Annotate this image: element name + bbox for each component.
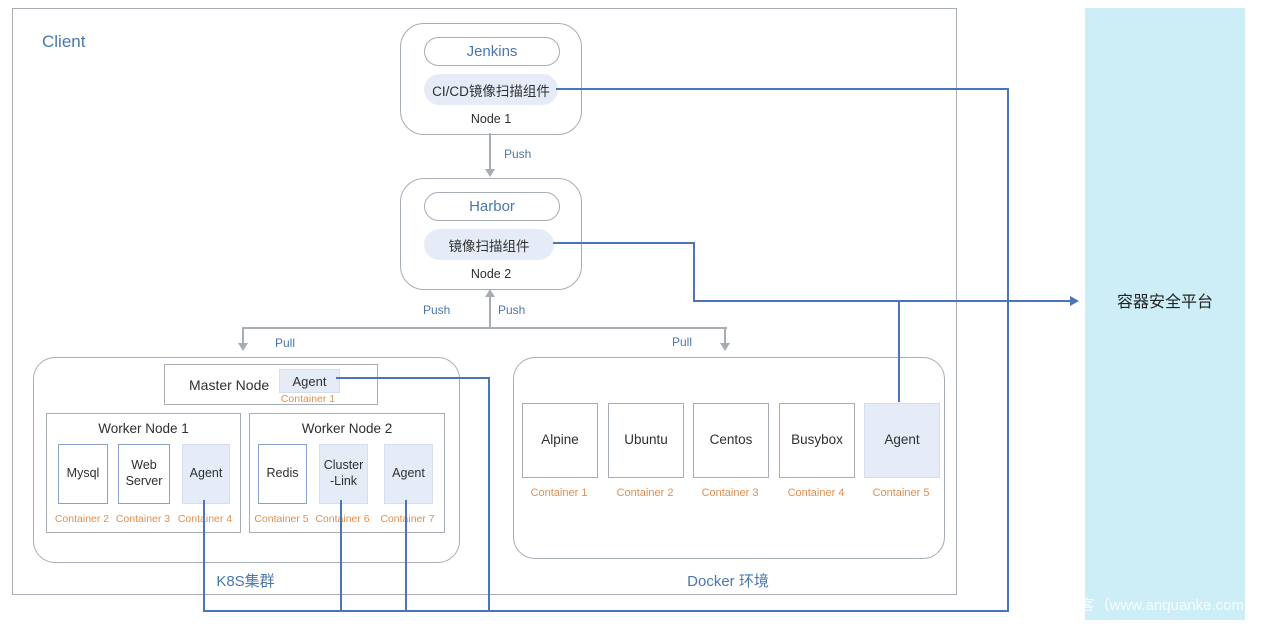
busybox-box: Busybox	[779, 403, 855, 478]
clusterlink-box: Cluster -Link	[319, 444, 368, 504]
container-label: Container 3	[701, 487, 759, 499]
security-platform-label: 容器安全平台	[1116, 294, 1213, 311]
ubuntu-box: Ubuntu	[608, 403, 684, 478]
container-label: Container 7	[380, 513, 435, 525]
push-label-left: Push	[423, 303, 451, 317]
connector-pull-right	[724, 327, 726, 344]
harbor-node: Harbor 镜像扫描组件 Node 2	[400, 178, 582, 290]
arrowhead-into-harbor	[485, 169, 495, 177]
container-label: Container 4	[177, 513, 233, 525]
container-cell-mysql: Mysql Container 2	[55, 444, 109, 525]
container-label: Container 4	[787, 487, 845, 499]
connector-agent-bus	[204, 610, 1009, 612]
master-node-title: Master Node	[189, 376, 270, 393]
master-node-box: Master Node Agent Container 1	[164, 364, 378, 405]
jenkins-node-label: Node 1	[470, 112, 512, 126]
k8s-cluster-box: Master Node Agent Container 1 Worker Nod…	[33, 357, 460, 563]
agent-box: Agent	[864, 403, 940, 478]
security-platform-panel: 容器安全平台 客（www.anquanke.com	[1085, 8, 1245, 620]
container-cell-agent-w1: Agent Container 4	[178, 444, 232, 525]
worker-node-1-title: Worker Node 1	[98, 421, 189, 436]
centos-box: Centos	[693, 403, 769, 478]
container-cell-ubuntu: Ubuntu Container 2	[608, 403, 684, 499]
arrowhead-into-platform	[1070, 296, 1079, 306]
worker-node-2-title: Worker Node 2	[301, 421, 393, 436]
docker-caption: Docker 环境	[687, 573, 769, 590]
container-cell-alpine: Alpine Container 1	[522, 403, 598, 499]
arrowhead-into-docker	[720, 343, 730, 351]
docker-env-box: Alpine Container 1 Ubuntu Container 2 Ce…	[513, 357, 945, 559]
worker-node-2-box: Worker Node 2 Redis Container 5 Cluster …	[249, 413, 445, 533]
container-cell-agent-docker: Agent Container 5	[864, 403, 940, 499]
container-cell-clusterlink: Cluster -Link Container 6	[315, 444, 370, 525]
container-label: Container 2	[54, 513, 110, 525]
container-cell-busybox: Busybox Container 4	[779, 403, 855, 499]
jenkins-node: Jenkins CI/CD镜像扫描组件 Node 1	[400, 23, 582, 135]
container-cell-agent-w2: Agent Container 7	[380, 444, 435, 525]
harbor-title-pill: Harbor	[424, 192, 560, 221]
container-label: Container 5	[872, 487, 930, 499]
connector-pull-bus	[243, 327, 727, 329]
connector-master-agent-right	[336, 377, 490, 379]
connector-jenkins-harbor	[489, 133, 491, 170]
container-cell-centos: Centos Container 3	[693, 403, 769, 499]
connector-agent-w2	[405, 500, 407, 612]
connector-agent-w1	[203, 500, 205, 612]
harbor-node-label: Node 2	[470, 267, 512, 281]
connector-harbor-comp-down	[693, 242, 695, 302]
jenkins-title-pill: Jenkins	[424, 37, 560, 66]
container-label: Container 6	[315, 513, 370, 525]
client-label: Client	[42, 32, 86, 51]
k8s-caption: K8S集群	[216, 573, 275, 590]
push-label-jenkins: Push	[504, 147, 532, 161]
webserver-box: Web Server	[118, 444, 170, 504]
watermark-text: 客（www.anquanke.com	[1085, 597, 1244, 614]
connector-clusterlink	[340, 500, 342, 612]
connector-harbor-comp-right	[553, 242, 695, 244]
agent-box: Agent	[182, 444, 230, 504]
container-label: Container 1	[530, 487, 588, 499]
arrowhead-into-k8s	[238, 343, 248, 351]
container-cell-redis: Redis Container 5	[254, 444, 309, 525]
pull-label-right: Pull	[672, 335, 693, 349]
connector-cicd-down	[1007, 88, 1009, 612]
jenkins-scan-component: CI/CD镜像扫描组件	[424, 74, 558, 105]
connector-cicd-right	[556, 88, 1009, 90]
pull-label-left: Pull	[275, 336, 296, 350]
master-agent-chip: Agent	[279, 369, 340, 393]
agent-box: Agent	[384, 444, 433, 504]
alpine-box: Alpine	[522, 403, 598, 478]
connector-master-agent-down	[488, 377, 490, 612]
connector-to-platform	[693, 300, 1071, 302]
redis-box: Redis	[258, 444, 307, 504]
connector-bus-harbor	[489, 296, 491, 329]
container-label: Container 2	[616, 487, 674, 499]
master-agent-container-label: Container 1	[280, 393, 336, 405]
connector-pull-left	[242, 327, 244, 344]
container-cell-webserver: Web Server Container 3	[116, 444, 170, 525]
arrowhead-into-harbor-bottom	[485, 289, 495, 297]
container-label: Container 5	[254, 513, 309, 525]
push-label-right: Push	[498, 303, 526, 317]
connector-docker-agent	[898, 300, 900, 402]
worker-node-1-box: Worker Node 1 Mysql Container 2 Web Serv…	[46, 413, 241, 533]
container-label: Container 3	[115, 513, 171, 525]
mysql-box: Mysql	[58, 444, 108, 504]
harbor-scan-component: 镜像扫描组件	[424, 229, 554, 260]
